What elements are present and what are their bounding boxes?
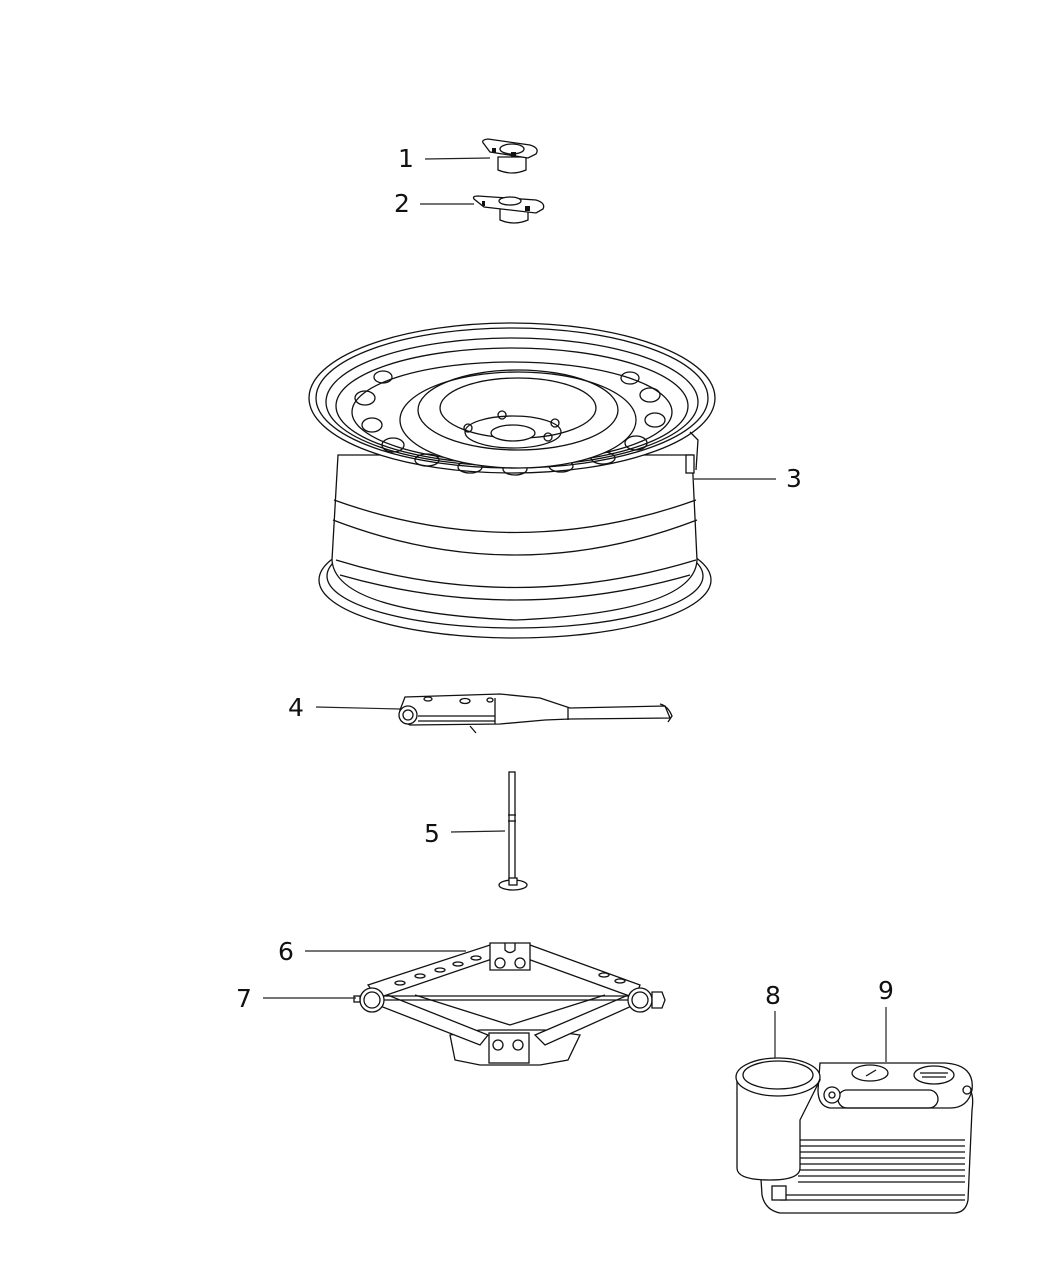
callout-2: 2 [394, 189, 410, 218]
callout-7: 7 [236, 984, 252, 1013]
scissor-jack-icon [263, 942, 666, 1066]
lug-wrench-icon [315, 693, 673, 734]
wing-nut-small-icon [424, 138, 538, 174]
callout-3: 3 [786, 464, 802, 493]
spare-wheel-icon [308, 322, 776, 639]
callout-6: 6 [278, 937, 294, 966]
wing-nut-large-icon [420, 195, 545, 224]
callout-5: 5 [424, 819, 440, 848]
callout-8: 8 [765, 981, 781, 1010]
callout-1: 1 [398, 144, 414, 173]
extension-rod-icon [450, 771, 528, 891]
callout-4: 4 [288, 693, 304, 722]
tire-inflator-kit-icon [735, 1007, 974, 1214]
callout-9: 9 [878, 976, 894, 1005]
